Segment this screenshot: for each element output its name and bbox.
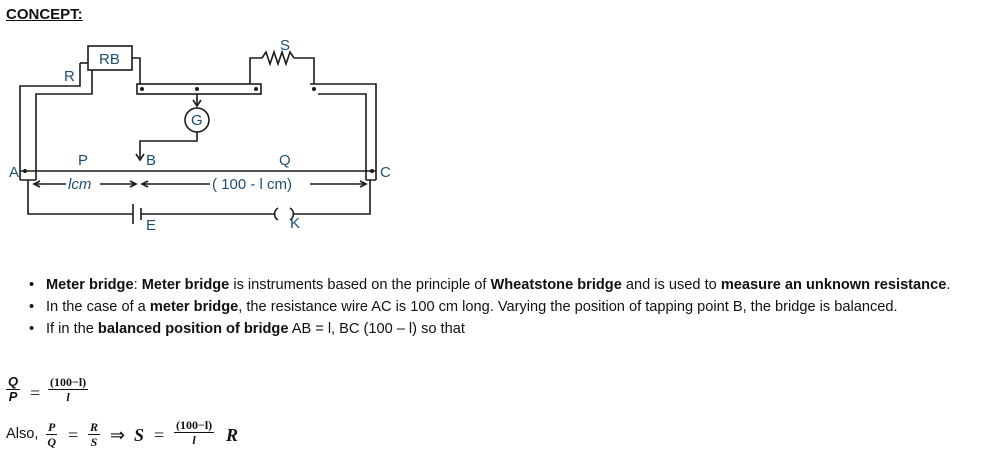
concept-heading: CONCEPT: [6,6,83,23]
eq2-fraction-rs: R S [88,420,101,449]
label-c: C [380,164,391,181]
jockey-arrow [135,153,145,162]
eq2-fraction-pq: P Q [46,420,58,449]
meter-bridge-diagram: RB R S G A C P B Q E K lcm ( 100 - l cm) [9,37,391,234]
wire-left-inner [35,70,93,180]
label-p: P [78,152,88,169]
eq1-fraction-left: Q P [6,374,21,404]
label-e: E [146,217,156,234]
eq1-equals: = [30,383,41,403]
label-b: B [146,152,156,169]
label-rest: ( 100 - l cm) [212,176,292,193]
label-s: S [280,37,290,54]
terminal-a-dot [23,169,27,173]
label-k: K [290,215,300,232]
terminal-c-dot [370,169,374,173]
battery-cell [132,204,142,224]
key-k [273,207,295,221]
eq1-fraction-right: (100−l) l [48,375,89,404]
list-item: Meter bridge: Meter bridge is instrument… [29,274,981,296]
label-r: R [64,68,75,85]
eq2-fraction-main: (100−l) l [174,418,215,447]
label-g: G [191,112,203,129]
eq2-r: R [226,425,239,445]
concept-bullets: Meter bridge: Meter bridge is instrument… [0,274,981,340]
wire-battery-left [27,180,133,215]
wire-right-inner [318,93,367,180]
eq2-s: S [134,425,145,445]
wire-left-outer [19,63,81,180]
label-rb: RB [99,51,120,68]
eq2-prefix: Also, [6,426,39,442]
wire-g-bottom [139,132,198,158]
wire-right-outer [310,83,377,180]
eq2-equals-1: = [68,425,79,445]
wire-s-right [294,57,315,84]
label-l-cm: lcm [68,176,91,193]
wire-s-left [249,57,262,84]
arrow-g-top [192,99,202,108]
wire-rb-right [132,57,141,86]
list-item: In the case of a meter bridge, the resis… [29,296,981,318]
resistance-s [261,49,295,67]
eq2-equals-2: = [154,425,165,445]
label-a: A [9,164,19,181]
wire-key-right [294,180,371,215]
list-item: If in the balanced position of bridge AB… [29,318,981,340]
eq2-implies: ⇒ [110,425,126,445]
label-q: Q [279,152,291,169]
